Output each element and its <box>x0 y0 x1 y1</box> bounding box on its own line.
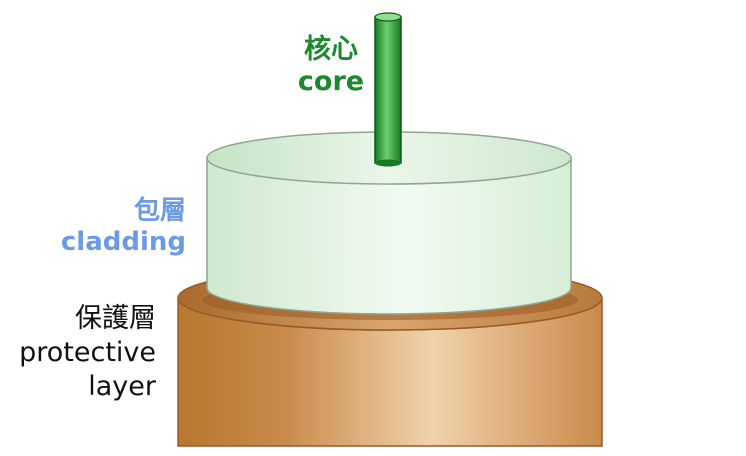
protective-label-en-line1: protective <box>19 337 156 369</box>
core-rod <box>374 12 402 167</box>
cladding-label: 包層 cladding <box>61 196 186 258</box>
core-label-zh: 核心 <box>304 34 358 65</box>
cladding-body <box>206 157 572 315</box>
cladding-label-zh: 包層 <box>133 196 186 226</box>
core-rod-top <box>374 12 402 22</box>
core-rod-base <box>375 159 401 167</box>
core-label: 核心 core <box>292 34 370 99</box>
cladding-label-en: cladding <box>60 227 186 258</box>
core-label-en: core <box>297 66 365 98</box>
core-rod-body <box>374 16 402 164</box>
protective-label-zh: 保護層 <box>75 303 156 334</box>
protective-layer-label: 保護層 protective layer <box>19 302 156 404</box>
protective-label-en-line2: layer <box>88 371 156 403</box>
